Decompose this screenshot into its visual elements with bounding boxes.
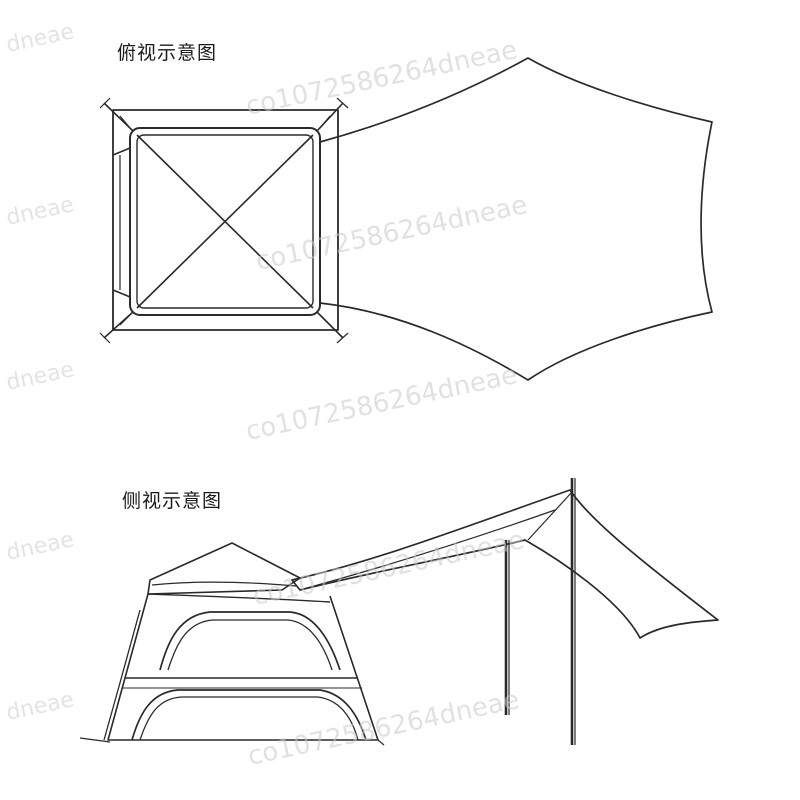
tent-lower-arch bbox=[131, 689, 367, 741]
awning-tarp-top-view bbox=[319, 57, 713, 381]
watermark-short-3: dneae bbox=[4, 357, 76, 396]
tent-roof-cap bbox=[147, 542, 301, 595]
watermark-short-1: dneae bbox=[4, 19, 76, 58]
watermark-code-4: co1072586264dneae bbox=[250, 525, 527, 612]
top-view-label: 俯视示意图 bbox=[117, 42, 218, 64]
tent-inner-roof-inner bbox=[136, 134, 314, 309]
tent-inner-roof bbox=[129, 127, 321, 316]
watermark-layer: dneae co1072586264dneae dneae co10725862… bbox=[4, 19, 530, 772]
awning-tarp-side-view bbox=[291, 489, 719, 639]
watermark-short-4: dneae bbox=[4, 527, 76, 566]
watermark-code-2: co1072586264dneae bbox=[253, 190, 530, 277]
watermark-short-2: dneae bbox=[4, 192, 76, 231]
watermark-code-5: co1072586264dneae bbox=[245, 685, 522, 772]
watermark-short-5: dneae bbox=[4, 687, 76, 726]
side-view-label: 侧视示意图 bbox=[122, 490, 223, 512]
watermark-code-1: co1072586264dneae bbox=[243, 35, 520, 122]
watermark-code-3: co1072586264dneae bbox=[243, 360, 520, 447]
tent-body bbox=[107, 593, 379, 741]
roof-diagonal-2 bbox=[136, 134, 314, 309]
side-view bbox=[79, 478, 719, 746]
top-view bbox=[99, 57, 713, 381]
tent-upper-arch bbox=[159, 611, 341, 671]
tent-outer-frame bbox=[112, 109, 339, 331]
